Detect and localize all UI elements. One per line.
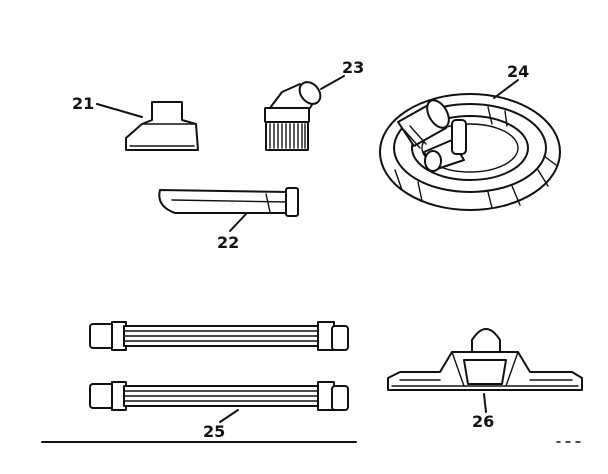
hose-cuff: [397, 99, 450, 149]
part-26-floor-nozzle: [387, 328, 583, 391]
part-label-21: 21: [72, 94, 94, 113]
part-21-upholstery-nozzle: [125, 101, 199, 151]
leader-line-26: [483, 393, 487, 413]
brush-bristles: [269, 123, 306, 149]
part-25-extension-wand-top: [89, 321, 349, 351]
leader-line-23: [320, 75, 345, 90]
part-label-23: 23: [342, 58, 364, 77]
leader-line-24: [493, 79, 519, 99]
part-label-22: 22: [217, 233, 239, 252]
leader-line-25: [219, 409, 239, 423]
leader-line-21: [96, 103, 143, 118]
part-label-24: 24: [507, 62, 529, 81]
leader-line-22: [229, 213, 247, 232]
hose-ribs: [394, 106, 557, 209]
part-label-26: 26: [472, 412, 494, 431]
part-label-25: 25: [203, 422, 225, 441]
hose-handle: [423, 119, 467, 172]
part-25-extension-wand-bottom: [89, 381, 349, 411]
part-24-coiled-hose: [379, 93, 561, 211]
part-22-crevice-tool: [158, 187, 299, 217]
part-23-dusting-brush: [264, 81, 322, 151]
